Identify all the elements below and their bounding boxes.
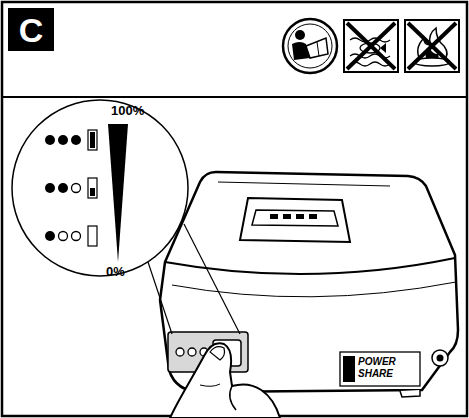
divider: [2, 96, 467, 98]
charge-indicator-detail: [12, 100, 188, 276]
brand-label: POWER SHARE: [358, 356, 416, 379]
percent-label: 100%: [111, 104, 144, 117]
leader-line: [184, 224, 240, 334]
pressing-hand: [170, 343, 280, 418]
section-letter: C: [19, 13, 44, 47]
no-fire-icon: [405, 20, 459, 72]
read-manual-icon: [283, 19, 337, 73]
leader-line: [148, 262, 172, 334]
section-letter-box: C: [8, 8, 54, 51]
no-water-icon: [344, 20, 398, 72]
percent-label: 0%: [106, 265, 125, 278]
